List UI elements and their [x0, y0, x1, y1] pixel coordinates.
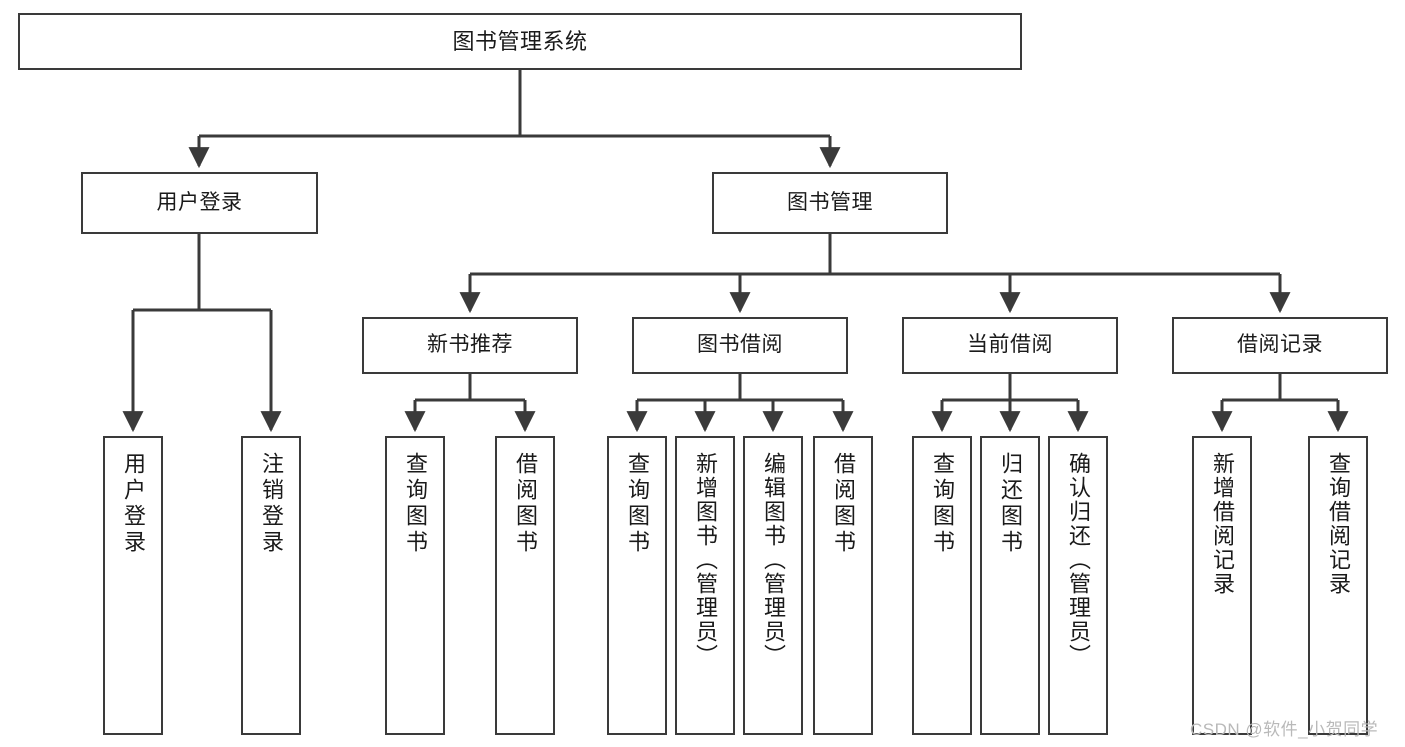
leaf-user-login-label: 用户登录	[121, 452, 146, 556]
node-root[interactable]: 图书管理系统	[18, 13, 1022, 70]
leaf-confirm-return-admin[interactable]: 确认归还（管理员）	[1048, 436, 1108, 735]
node-current-borrow[interactable]: 当前借阅	[902, 317, 1118, 374]
leaf-query-borrow-record[interactable]: 查询借阅记录	[1308, 436, 1368, 735]
leaf-logout[interactable]: 注销登录	[241, 436, 301, 735]
leaf-query-book-borrow[interactable]: 查询图书	[607, 436, 667, 735]
leaf-borrow-book[interactable]: 借阅图书	[813, 436, 873, 735]
leaf-add-borrow-record-label: 新增借阅记录	[1210, 452, 1235, 596]
node-user-login-label: 用户登录	[156, 190, 243, 214]
leaf-borrow-book-label: 借阅图书	[831, 452, 856, 556]
leaf-query-book-borrow-label: 查询图书	[625, 452, 650, 556]
node-borrow-record-label: 借阅记录	[1237, 333, 1323, 357]
leaf-user-login[interactable]: 用户登录	[103, 436, 163, 735]
node-book-borrow-label: 图书借阅	[697, 333, 783, 357]
node-user-login[interactable]: 用户登录	[81, 172, 318, 234]
leaf-add-book-admin[interactable]: 新增图书（管理员）	[675, 436, 735, 735]
node-borrow-record[interactable]: 借阅记录	[1172, 317, 1388, 374]
leaf-query-book-recommend-label: 查询图书	[403, 452, 428, 556]
leaf-query-book-current[interactable]: 查询图书	[912, 436, 972, 735]
leaf-return-book-label: 归还图书	[998, 452, 1023, 556]
node-new-book-recommend[interactable]: 新书推荐	[362, 317, 578, 374]
leaf-edit-book-admin[interactable]: 编辑图书（管理员）	[743, 436, 803, 735]
node-book-borrow[interactable]: 图书借阅	[632, 317, 848, 374]
node-root-label: 图书管理系统	[452, 28, 588, 54]
watermark: CSDN @软件_小贺同学	[1190, 720, 1379, 739]
leaf-return-book[interactable]: 归还图书	[980, 436, 1040, 735]
leaf-query-book-current-label: 查询图书	[930, 452, 955, 556]
leaf-borrow-book-recommend-label: 借阅图书	[513, 452, 538, 556]
leaf-query-book-recommend[interactable]: 查询图书	[385, 436, 445, 735]
leaf-add-book-admin-label: 新增图书（管理员）	[693, 452, 718, 668]
leaf-query-borrow-record-label: 查询借阅记录	[1326, 452, 1351, 596]
node-book-management[interactable]: 图书管理	[712, 172, 948, 234]
leaf-confirm-return-admin-label: 确认归还（管理员）	[1066, 452, 1091, 668]
leaf-add-borrow-record[interactable]: 新增借阅记录	[1192, 436, 1252, 735]
node-book-management-label: 图书管理	[787, 190, 873, 214]
leaf-logout-label: 注销登录	[259, 452, 284, 556]
node-current-borrow-label: 当前借阅	[967, 333, 1053, 357]
leaf-borrow-book-recommend[interactable]: 借阅图书	[495, 436, 555, 735]
leaf-edit-book-admin-label: 编辑图书（管理员）	[761, 452, 786, 668]
node-new-book-recommend-label: 新书推荐	[427, 333, 513, 357]
